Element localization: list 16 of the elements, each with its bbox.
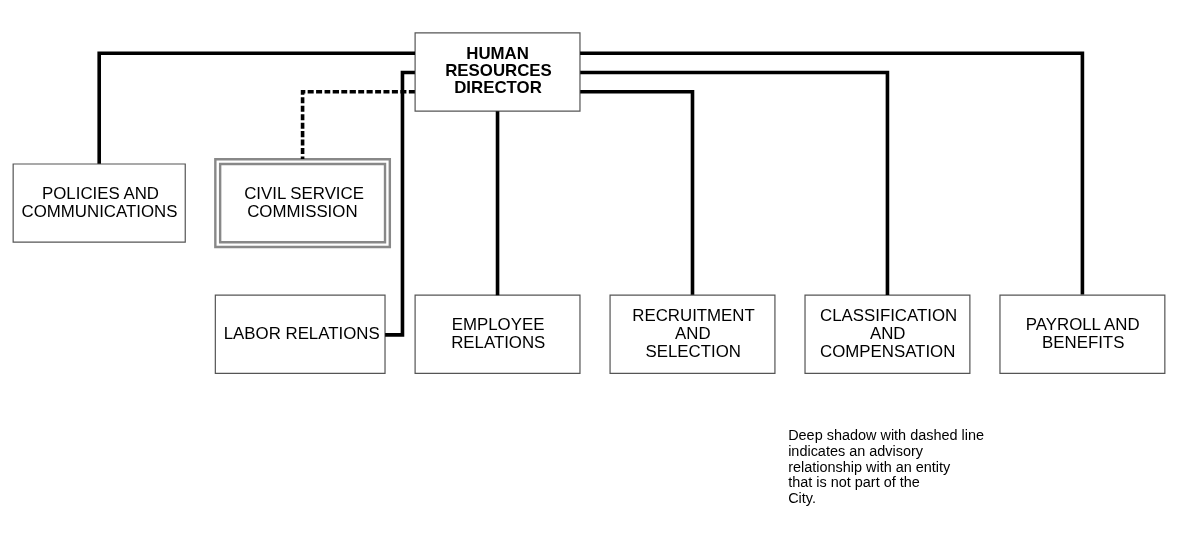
connector xyxy=(495,110,500,295)
connector xyxy=(580,70,890,295)
connector xyxy=(97,50,415,164)
connector xyxy=(385,70,415,337)
node-box: CLASSIFICATION AND COMPENSATION xyxy=(804,294,971,374)
node-box: HUMAN RESOURCES DIRECTOR xyxy=(414,31,581,112)
node-box: LABOR RELATIONS xyxy=(214,294,386,374)
connector xyxy=(580,50,1085,295)
connector xyxy=(300,89,415,159)
node-box: RECRUITMENT AND SELECTION xyxy=(609,294,776,374)
node-box: CIVIL SERVICE COMMISSION xyxy=(214,157,392,248)
node-box: POLICIES AND COMMUNICATIONS xyxy=(12,162,186,243)
label: Deep shadow with dashed line indicates an advisory relationship with an entity that is not part of the City. xyxy=(788,426,985,506)
connector xyxy=(580,89,695,295)
node-box: PAYROLL AND BENEFITS xyxy=(999,294,1166,374)
node-box: EMPLOYEE RELATIONS xyxy=(414,294,581,374)
